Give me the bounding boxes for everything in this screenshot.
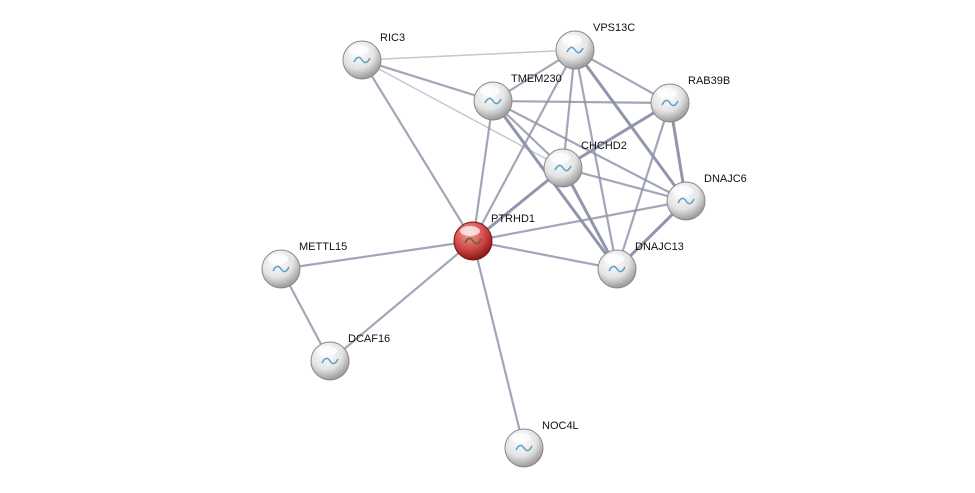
edge-vps13c-chchd2[interactable] <box>561 49 577 169</box>
protein-structure-icon <box>566 46 584 54</box>
highlight <box>511 433 531 443</box>
node-label: PTRHD1 <box>491 213 535 225</box>
node-label: DNAJC6 <box>704 173 747 185</box>
highlight <box>480 86 500 96</box>
highlight <box>460 226 480 236</box>
node-mettl15[interactable]: METTL15 <box>261 241 347 289</box>
node-ptrhd1[interactable]: PTRHD1 <box>453 213 535 261</box>
protein-structure-icon <box>608 265 626 273</box>
node-dnajc6[interactable]: DNAJC6 <box>666 173 747 221</box>
node-vps13c[interactable]: VPS13C <box>555 22 635 70</box>
node-tmem230[interactable]: TMEM230 <box>473 73 562 121</box>
highlight <box>268 254 288 264</box>
edge-ric3-vps13c[interactable] <box>361 49 576 61</box>
highlight <box>317 346 337 356</box>
highlight <box>550 153 570 163</box>
highlight <box>562 35 582 45</box>
highlight <box>349 45 369 55</box>
node-label: DCAF16 <box>348 333 390 345</box>
protein-structure-icon <box>464 237 482 245</box>
node-rab39b[interactable]: RAB39B <box>650 75 730 123</box>
protein-structure-icon <box>661 99 679 107</box>
node-noc4l[interactable]: NOC4L <box>504 420 579 468</box>
edge-chchd2-dnajc6[interactable] <box>562 166 687 203</box>
node-label: METTL15 <box>299 241 347 253</box>
node-ric3[interactable]: RIC3 <box>342 32 405 80</box>
node-label: CHCHD2 <box>581 140 627 152</box>
edge-tmem230-rab39b[interactable] <box>492 99 671 105</box>
edge-ptrhd1-mettl15[interactable] <box>280 239 474 271</box>
node-dcaf16[interactable]: DCAF16 <box>310 333 390 381</box>
protein-structure-icon <box>353 56 371 64</box>
protein-structure-icon <box>484 97 502 105</box>
node-label: NOC4L <box>542 420 579 432</box>
node-dnajc13[interactable]: DNAJC13 <box>597 241 684 289</box>
node-label: TMEM230 <box>511 73 562 85</box>
protein-structure-icon <box>554 164 572 172</box>
edge-vps13c-dnajc13[interactable] <box>573 49 619 270</box>
edge-dnajc6-ptrhd1[interactable] <box>472 199 687 243</box>
protein-structure-icon <box>272 265 290 273</box>
edge-ric3-ptrhd1[interactable] <box>361 59 474 242</box>
highlight <box>673 186 693 196</box>
node-label: VPS13C <box>593 22 635 34</box>
node-label: RAB39B <box>688 75 730 87</box>
edge-ptrhd1-noc4l[interactable] <box>471 240 526 449</box>
protein-structure-icon <box>677 197 695 205</box>
node-label: RIC3 <box>380 32 405 44</box>
highlight <box>657 88 677 98</box>
edge-ptrhd1-dcaf16[interactable] <box>329 240 474 362</box>
node-label: DNAJC13 <box>635 241 684 253</box>
edge-rab39b-chchd2[interactable] <box>562 101 671 170</box>
edge-tmem230-ptrhd1[interactable] <box>471 100 495 242</box>
edge-ptrhd1-dnajc13[interactable] <box>472 239 618 271</box>
protein-structure-icon <box>321 357 339 365</box>
node-chchd2[interactable]: CHCHD2 <box>543 140 627 188</box>
protein-structure-icon <box>515 444 533 452</box>
nodes: RIC3 VPS13C TMEM230 RAB39B CHCHD2DNAJC6PTRHD… <box>261 22 747 468</box>
edge-rab39b-dnajc13[interactable] <box>615 102 672 270</box>
highlight <box>604 254 624 264</box>
edge-ric3-tmem230[interactable] <box>361 58 494 103</box>
